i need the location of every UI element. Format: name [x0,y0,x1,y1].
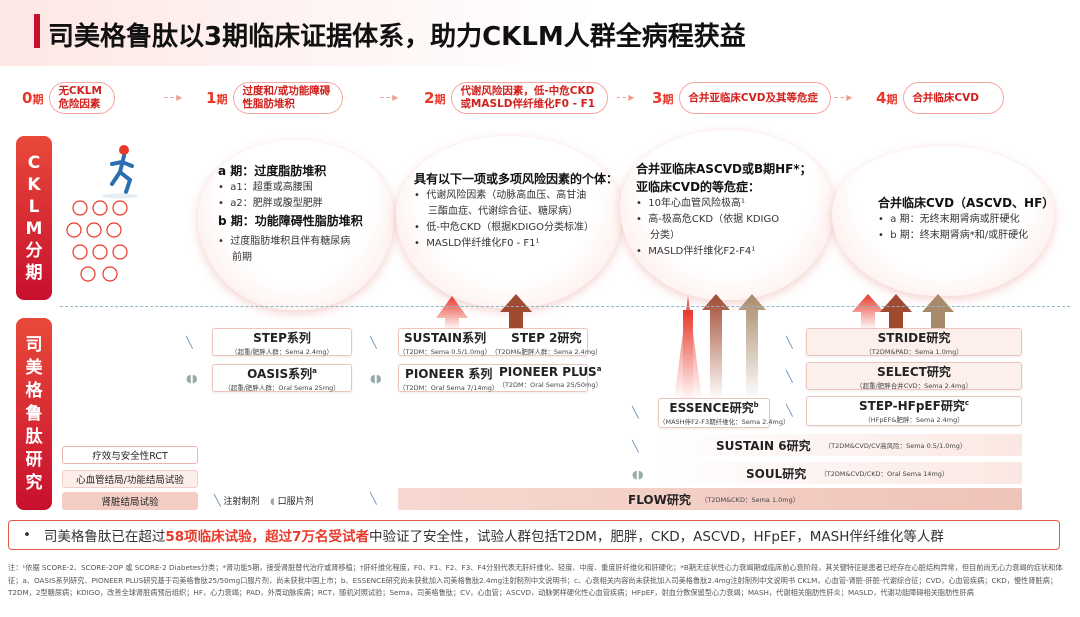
stage-1-bubble: a 期：过度脂肪堆积 • a1：超重或高腰围 • a2：肥胖或腹型肥胖 b 期：… [198,140,394,310]
stage-1: 1期 过度和/或功能障碍 性脂肪堆积 [206,82,344,114]
bubble-item: • 高-极高危CKD（依据 KDIGO [636,214,780,225]
stage-0-pill: 无CKLM 危险因素 [49,82,115,114]
pill-icon: ◖◗ [186,372,198,385]
syringe-icon: ╲ [186,336,193,349]
stage-1-pill: 过度和/或功能障碍 性脂肪堆积 [233,82,344,114]
bubble-heading: 合并亚临床ASCVD或B期HF*； [636,162,812,176]
study-oasis: OASIS系列a（超重/肥胖人群：Oral Sema 25mg） [212,364,352,392]
stage-arrow-icon: - - ▸ [380,90,398,104]
stage-4-label: 4期 [876,89,898,107]
stage-3-pill: 合并亚临床CVD及其等危症 [679,82,831,114]
syringe-icon: ╲ [632,406,639,419]
stage-2: 2期 代谢风险因素，低-中危CKD 或MASLD伴纤维化F0 - F1 [424,82,609,114]
stage-3-bubble: 合并亚临床ASCVD或B期HF*； 亚临床CVD的等危症： • 10年心血管风险… [620,130,834,300]
arrow-up-icon [880,294,912,330]
bubble-item: • 10年心血管风险极高¹ [636,198,745,209]
syringe-icon: ╲ [786,336,793,349]
syringe-icon: ╲ [786,370,793,383]
legend-injection: ╲ 注射制剂 [214,494,260,507]
bubble-item-cont: 三酯血症、代谢综合征、糖尿病） [428,206,578,217]
study-select: SELECT研究（超重/肥胖合并CVD：Sema 2.4mg） [806,362,1022,390]
study-soul: SOUL研究（T2DM&CVD/CKD：Oral Sema 14mg） [658,462,1022,484]
bubble-heading: 具有以下一项或多项风险因素的个体： [414,172,619,186]
arrow-up-icon [852,294,884,330]
stage-arrow-icon: - - ▸ [834,90,852,104]
bubble-item: • 过度脂肪堆积且伴有糖尿病 [218,236,351,247]
bubble-item: • 代谢风险因素（动脉高血压、高甘油 [414,190,587,201]
bubble-item: • MASLD伴纤维化F0 - F1¹ [414,238,540,249]
bubble-heading: 亚临床CVD的等危症： [636,180,761,194]
legend-kidney: 肾脏结局试验 [62,492,198,510]
stage-1-label: 1期 [206,89,228,107]
bubble-heading: 合并临床CVD（ASCVD、HF） [878,196,1055,210]
arrow-up-icon [702,294,730,400]
stage-0: 0期 无CKLM 危险因素 [22,82,115,114]
stage-0-label: 0期 [22,89,44,107]
stage-arrow-icon: - - ▸ [164,90,182,104]
study-step-hfpef: STEP-HFpEF研究c（HFpEF&肥胖：Sema 2.4mg） [806,396,1022,426]
bubble-item: • 低-中危CKD（根据KDIGO分类标准） [414,222,594,233]
study-flow: FLOW研究（T2DM&CKD：Sema 1.0mg） [398,488,1022,510]
legend-cvot: 心血管结局/功能结局试验 [62,470,198,488]
arrow-up-icon [500,294,532,330]
stage-3: 3期 合并亚临床CVD及其等危症 [652,82,831,114]
stage-2-label: 2期 [424,89,446,107]
legend-rct: 疗效与安全性RCT [62,446,198,464]
arrow-up-icon [922,294,954,330]
footnotes: 注：¹依据 SCORE-2、SCORE-2OP 或 SCORE-2 Diabet… [8,563,1063,597]
syringe-icon: ╲ [370,492,377,505]
bubble-item: • b 期：终末期肾病*和/或肝硬化 [878,230,1029,241]
title-accent [34,14,40,48]
bubble-item-cont: 前期 [232,252,252,263]
bubble-heading: a 期：过度脂肪堆积 [218,164,327,178]
syringe-icon: ╲ [632,440,639,453]
stage-4: 4期 合并临床CVD [876,82,1004,114]
organ-icons-illustration [66,145,138,282]
runner-icon [102,145,138,199]
syringe-icon: ╲ [214,494,221,507]
bubble-item: • a1：超重或高腰围 [218,182,313,193]
arrow-up-icon [436,296,468,330]
study-stride: STRIDE研究（T2DM&PAD：Sema 1.0mg） [806,328,1022,356]
bubble-item: • a 期：无终末期肾病或肝硬化 [878,214,1020,225]
study-essence: ESSENCE研究b（MASH伴F2-F3期纤维化：Sema 2.4mg） [658,398,789,428]
stage-3-label: 3期 [652,89,674,107]
bubble-item: • MASLD伴纤维化F2-F4¹ [636,246,756,257]
semaglutide-side-label: 司美格鲁肽研究 [16,318,52,510]
stage-2-bubble: 具有以下一项或多项风险因素的个体： • 代谢风险因素（动脉高血压、高甘油 三酯血… [396,136,622,308]
stage-arrow-icon: - - ▸ [616,90,634,104]
bubble-heading: b 期：功能障碍性脂肪堆积 [218,214,363,228]
arrow-up-icon [738,294,766,400]
study-sustain-step2: SUSTAIN系列（T2DM：Sema 0.5/1.0mg） STEP 2研究（… [398,328,602,356]
bubble-item-cont: 分类） [650,230,680,241]
syringe-icon: ╲ [370,336,377,349]
stage-4-bubble: 合并临床CVD（ASCVD、HF） • a 期：无终末期肾病或肝硬化 • b 期… [832,146,1054,296]
study-step: STEP系列（超重/肥胖人群：Sema 2.4mg） [212,328,352,356]
stage-2-pill: 代谢风险因素，低-中危CKD 或MASLD伴纤维化F0 - F1 [451,82,609,114]
pill-icon: ◖ [270,497,275,507]
pill-icon: ◖◗ [632,468,644,481]
section-divider [60,306,1070,307]
bubble-item: • a2：肥胖或腹型肥胖 [218,198,323,209]
legend-oral: ◖ 口服片剂 [270,497,314,507]
arrow-up-icon [674,296,702,402]
syringe-icon: ╲ [786,404,793,417]
title-bar [0,0,1080,66]
page-title: 司美格鲁肽以3期临床证据体系，助力CKLM人群全病程获益 [48,22,746,52]
study-pioneer: PIONEER 系列（T2DM：Oral Sema 7/14mg） PIONEE… [398,364,602,392]
pill-icon: ◖◗ [370,372,382,385]
stage-4-pill: 合并临床CVD [903,82,1004,114]
study-sustain6: SUSTAIN 6研究（T2DM&CVD/CV高风险：Sema 0.5/1.0m… [658,434,1022,456]
